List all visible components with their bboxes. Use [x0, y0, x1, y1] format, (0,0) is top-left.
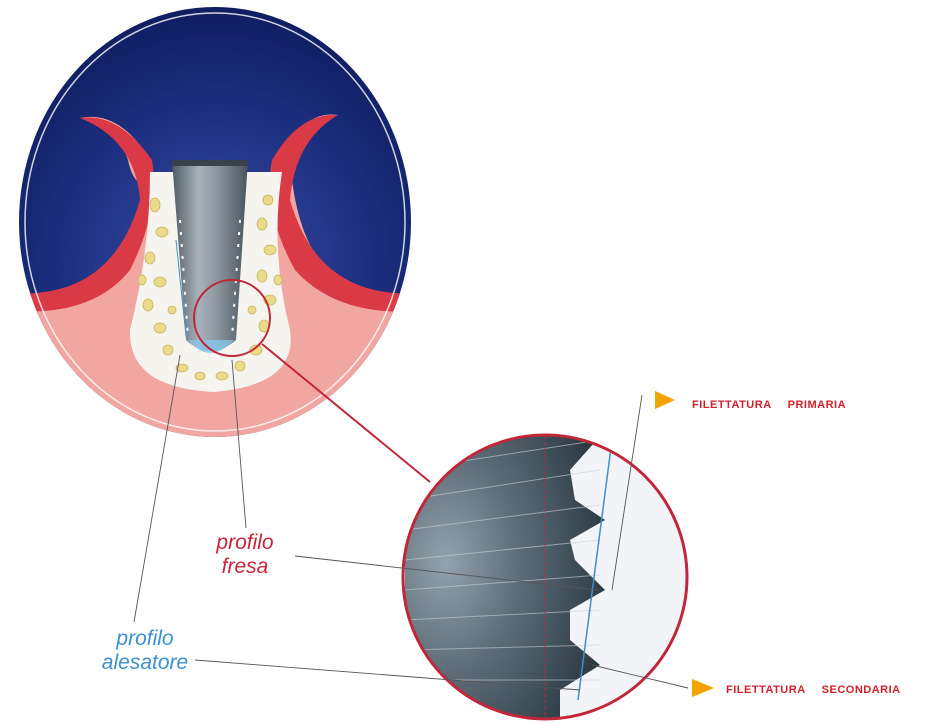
- filettatura-secondaria-label: FILETTATURA SECONDARIA: [726, 684, 901, 696]
- profilo-alesatore-line1: profilo: [90, 627, 200, 651]
- filettatura-primaria-word2: PRIMARIA: [788, 399, 846, 411]
- filettatura-secondaria-word1: FILETTATURA: [726, 684, 806, 696]
- filettatura-primaria-word1: FILETTATURA: [692, 399, 772, 411]
- secondary-thread-arrow-icon: [692, 679, 714, 697]
- filettatura-secondaria-word2: SECONDARIA: [822, 684, 901, 696]
- profilo-alesatore-label: profilo alesatore: [90, 627, 200, 675]
- profilo-alesatore-line2: alesatore: [90, 651, 200, 675]
- profilo-fresa-label: profilo fresa: [200, 531, 290, 579]
- tooth-socket-scene: [0, 0, 430, 460]
- profilo-fresa-line2: fresa: [200, 555, 290, 579]
- primary-thread-arrow-icon: [655, 391, 675, 409]
- filettatura-primaria-label: FILETTATURA PRIMARIA: [692, 399, 846, 411]
- profilo-fresa-line1: profilo: [200, 531, 290, 555]
